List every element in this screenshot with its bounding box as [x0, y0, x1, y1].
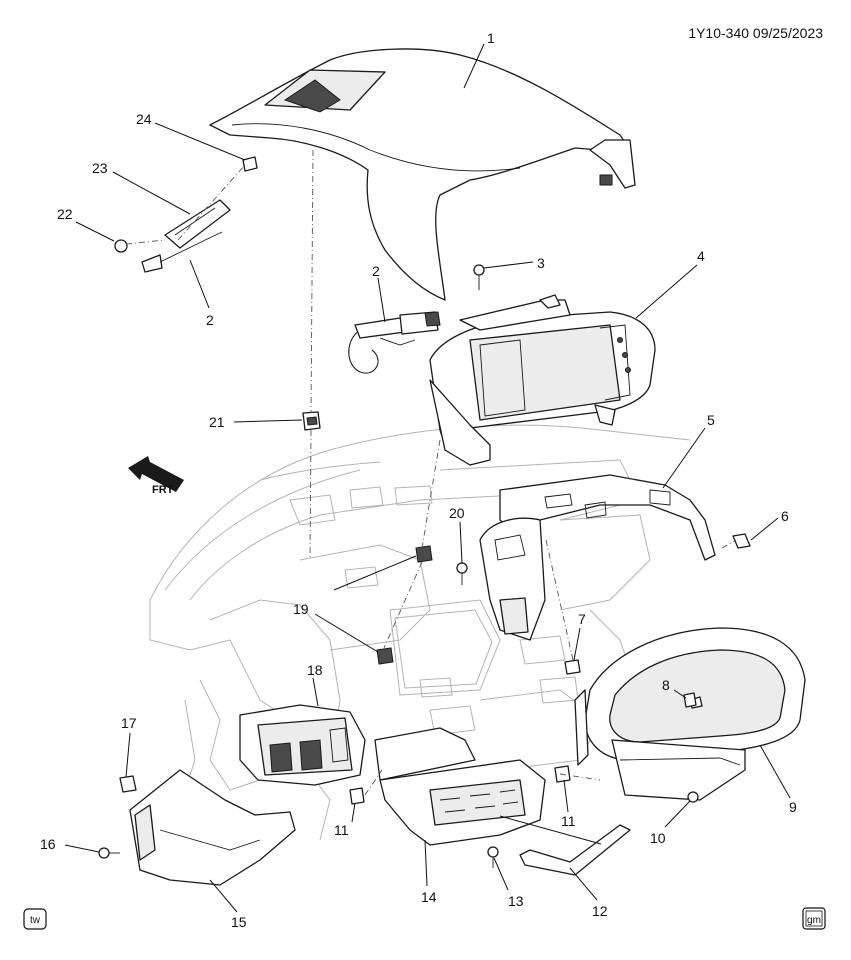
part-7-clip — [564, 659, 581, 675]
callout-22: 22 — [57, 206, 73, 222]
callout-16: 16 — [40, 836, 56, 852]
tw-logo-text: tw — [30, 915, 41, 926]
part-19-clip-upper — [415, 545, 433, 563]
assembly-lines — [125, 149, 737, 796]
part-11-clip-left — [349, 787, 365, 805]
callout-10: 10 — [650, 830, 666, 846]
front-direction-indicator: FRT — [128, 456, 184, 496]
callout-11-right: 11 — [561, 813, 576, 829]
part-8-pin — [683, 692, 697, 708]
callout-7: 7 — [578, 611, 586, 627]
callout-14: 14 — [421, 889, 437, 905]
leader-lines — [64, 43, 791, 913]
callout-5: 5 — [707, 412, 715, 428]
callout-15: 15 — [231, 914, 247, 930]
part-22-fastener — [114, 239, 128, 253]
part-19-clip-lower — [376, 647, 394, 665]
part-5-trim-bracket — [479, 474, 716, 641]
diagram-reference: 1Y10-340 09/25/2023 — [688, 25, 823, 41]
callout-18: 18 — [307, 662, 323, 678]
part-24-clip — [242, 156, 258, 172]
callout-24: 24 — [136, 111, 152, 127]
callout-labels: 1 2 3 4 5 6 7 8 9 10 11 12 13 14 15 16 1… — [40, 30, 797, 930]
part-18-control-module — [239, 704, 366, 786]
front-arrow-icon — [128, 456, 184, 492]
part-21-clip — [302, 411, 321, 431]
part-17-clip — [119, 775, 137, 793]
callout-17: 17 — [121, 715, 137, 731]
part-10-screw — [687, 791, 699, 803]
part-3-screw — [473, 264, 485, 290]
part-14-switch-bank — [374, 727, 546, 846]
tw-logo: tw — [23, 908, 47, 930]
callout-20: 20 — [449, 505, 465, 521]
callout-8: 8 — [662, 677, 670, 693]
part-4-instrument-cluster — [429, 294, 656, 466]
part-15-lower-trim — [129, 769, 296, 886]
gm-logo-text: gm — [807, 915, 821, 926]
callout-2: 2 — [206, 312, 214, 328]
part-20-screw — [456, 562, 468, 585]
callout-4: 4 — [697, 248, 705, 264]
callout-12: 12 — [592, 903, 608, 919]
callout-6: 6 — [781, 508, 789, 524]
part-2-wiring-harness — [348, 311, 441, 374]
front-label: FRT — [152, 484, 174, 496]
callout-23: 23 — [92, 160, 108, 176]
part-13-screw — [487, 846, 499, 868]
callout-2-center: 2 — [372, 263, 380, 279]
part-1-upper-trim-pad — [209, 48, 636, 301]
callout-9: 9 — [789, 799, 797, 815]
part-6-clip — [732, 533, 751, 549]
callout-21: 21 — [209, 414, 225, 430]
part-9-cluster-bezel — [574, 627, 806, 801]
gm-logo: gm — [802, 907, 826, 930]
callout-3: 3 — [537, 255, 545, 271]
callout-13: 13 — [508, 893, 524, 909]
part-12-trim-strip — [519, 824, 631, 876]
callout-1: 1 — [487, 30, 495, 46]
part-23-bracket — [141, 199, 231, 273]
part-16-screw — [98, 847, 120, 859]
callout-11-left: 11 — [334, 822, 349, 838]
callout-19-dup: 19 — [298, 601, 314, 617]
callout-19: 19 — [293, 601, 309, 617]
